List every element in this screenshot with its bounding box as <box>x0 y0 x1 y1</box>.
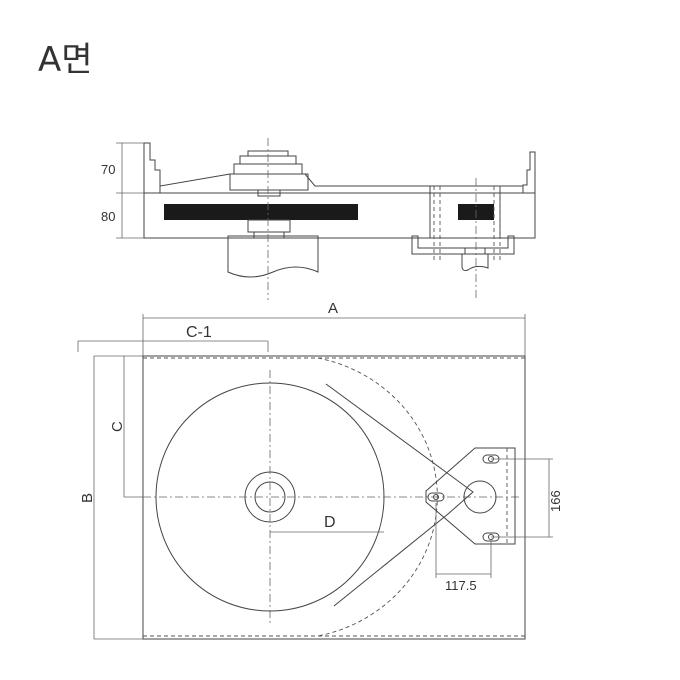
dim-label-80: 80 <box>101 209 115 224</box>
frame-outline-plan <box>142 355 526 640</box>
turntable-disc <box>155 382 385 612</box>
slot-hole-left <box>427 492 445 502</box>
dim-label-B: B <box>79 493 96 503</box>
dim-label-70: 70 <box>101 162 115 177</box>
page-title: A면 <box>38 40 93 80</box>
dim-label-C1: C-1 <box>186 324 212 341</box>
belt-tangents <box>325 383 474 607</box>
dim-label-C: C <box>109 421 126 432</box>
motor-pulley <box>463 480 497 514</box>
dim-label-166: 166 <box>548 490 563 512</box>
motor-bracket <box>425 447 516 545</box>
dim-label-A: A <box>328 300 338 317</box>
plan-view: A C-1 B C <box>77 300 563 640</box>
frame-outline <box>143 143 536 239</box>
dim-label-117-5: 117.5 <box>445 578 477 593</box>
dim-label-D: D <box>324 514 336 531</box>
motor-body-lower <box>227 235 319 278</box>
side-view: 70 80 <box>101 138 536 300</box>
belt-left <box>164 204 358 220</box>
